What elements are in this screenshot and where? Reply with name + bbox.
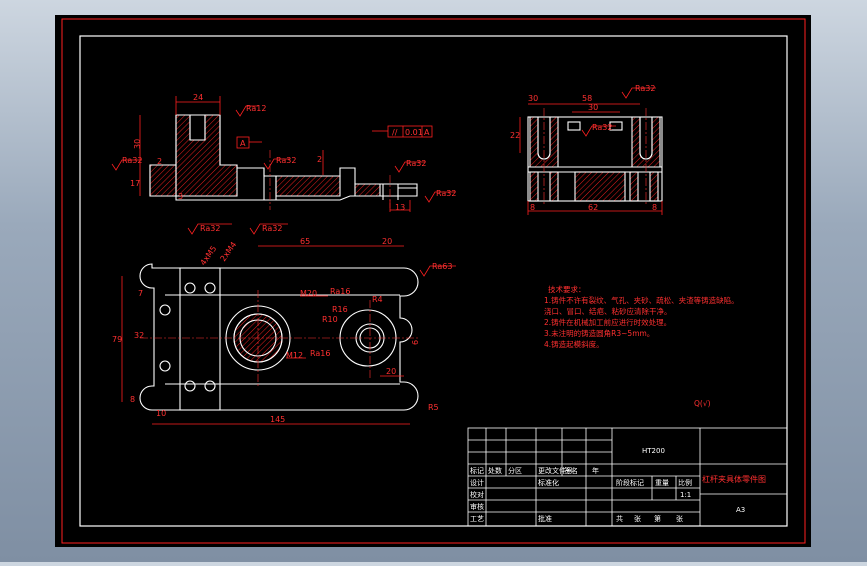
svg-text:58: 58 (582, 94, 592, 103)
svg-text:10: 10 (156, 409, 166, 418)
technical-requirements: 技术要求： 1.铸件不许有裂纹、气孔、夹砂、疏松、夹渣等铸造缺陷。 浇口、冒口、… (544, 284, 739, 408)
drawing-sheet (55, 15, 811, 547)
svg-text:R4: R4 (372, 295, 383, 304)
svg-text:8: 8 (130, 395, 135, 404)
svg-text:30: 30 (528, 94, 538, 103)
tb-mark: 标记 (470, 466, 484, 475)
tb-total: 共 (616, 514, 623, 523)
note-4: 4.铸造起模斜度。 (544, 339, 604, 349)
material-label: HT200 (642, 447, 665, 455)
tb-design: 设计 (470, 478, 484, 487)
tb-weight: 重量 (655, 479, 669, 487)
svg-text:62: 62 (588, 203, 598, 212)
svg-text:6: 6 (411, 340, 420, 345)
svg-text:M12: M12 (286, 351, 303, 360)
side-view-dims: 30 58 30 Ra32 Ra32 22 8 62 8 (510, 84, 663, 215)
svg-text:M20: M20 (300, 289, 317, 298)
svg-text:20: 20 (386, 367, 396, 376)
svg-text:Ra32: Ra32 (406, 159, 426, 168)
svg-text:32: 32 (134, 331, 144, 340)
svg-text:Ra32: Ra32 (262, 224, 282, 233)
svg-text:Ra32: Ra32 (635, 84, 655, 93)
svg-text:24: 24 (193, 93, 203, 102)
svg-text:R5: R5 (428, 403, 439, 412)
notes-title: 技术要求： (548, 284, 586, 294)
note-1: 1.铸件不许有裂纹、气孔、夹砂、疏松、夹渣等铸造缺陷。 (544, 295, 739, 305)
note-2: 2.铸件在机械加工前应进行时效处理。 (544, 317, 671, 327)
svg-text:3: 3 (178, 192, 183, 201)
tb-sheet-a: 张 (634, 514, 641, 523)
svg-text:22: 22 (510, 131, 520, 140)
svg-text:2: 2 (317, 155, 322, 164)
tb-year: 年 (592, 466, 599, 475)
scale-value: 1:1 (680, 491, 691, 499)
svg-text:A: A (424, 128, 430, 137)
svg-text:8: 8 (652, 203, 657, 212)
svg-text:Ra16: Ra16 (330, 287, 350, 296)
svg-text:Ra32: Ra32 (200, 224, 220, 233)
svg-text://: // (392, 128, 398, 137)
svg-text:0.01: 0.01 (405, 128, 423, 137)
svg-text:A: A (240, 139, 246, 148)
svg-text:2: 2 (157, 157, 162, 166)
note-1b: 浇口、冒口、结疤、粘砂应清除干净。 (544, 306, 672, 316)
tb-review: 审核 (470, 502, 484, 511)
tb-sheet-b: 张 (676, 514, 683, 523)
tb-process: 工艺 (470, 515, 484, 523)
svg-text:8: 8 (530, 203, 535, 212)
svg-text:30: 30 (133, 139, 142, 149)
top-view (139, 263, 420, 411)
title-block: HT200 杠杆夹具体零件图 A3 1:1 标记 处数 分区 更改文件号 签名 … (467, 427, 788, 527)
svg-text:Ra32: Ra32 (592, 123, 612, 132)
svg-text:145: 145 (270, 415, 285, 424)
side-view (527, 108, 663, 205)
svg-text:30: 30 (588, 103, 598, 112)
tb-no: 第 (654, 514, 661, 523)
svg-text:7: 7 (138, 289, 143, 298)
svg-text:79: 79 (112, 335, 122, 344)
svg-text:Ra32: Ra32 (276, 156, 296, 165)
tb-zone: 分区 (508, 466, 522, 475)
tb-stage: 阶段标记 (616, 478, 644, 487)
tb-standard: 标准化 (538, 478, 559, 487)
svg-text:R10: R10 (322, 315, 338, 324)
outer-border (61, 18, 806, 544)
tb-approve: 批准 (538, 514, 552, 523)
svg-text:20: 20 (382, 237, 392, 246)
tb-signature: 签名 (564, 466, 578, 475)
svg-text:13: 13 (395, 203, 405, 212)
svg-text:Ra16: Ra16 (310, 349, 330, 358)
svg-text:65: 65 (300, 237, 310, 246)
svg-text:Ra32: Ra32 (122, 156, 142, 165)
svg-text:Ra32: Ra32 (436, 189, 456, 198)
tb-check: 校对 (470, 490, 484, 499)
tb-ratio: 比例 (678, 478, 692, 487)
svg-text:17: 17 (130, 179, 140, 188)
front-view-dims: 24 Ra12 Ra32 Ra32 Ra32 Ra32 A // 0.01 A … (111, 93, 456, 212)
tb-change-doc: 更改文件号 (538, 466, 573, 475)
drawing-title: 杠杆夹具体零件图 (702, 474, 766, 484)
top-view-dims: Ra32 Ra32 65 20 Ra63 R4 M20 Ra16 R16 R10… (112, 223, 456, 425)
tb-count: 处数 (488, 466, 502, 475)
svg-text:R16: R16 (332, 305, 348, 314)
sheet-size: A3 (736, 506, 745, 514)
svg-text:Ra63: Ra63 (432, 262, 452, 271)
roughness-symbol: Q(√) (694, 399, 711, 408)
inner-border (79, 35, 788, 527)
svg-text:Ra12: Ra12 (246, 104, 266, 113)
note-3: 3.未注明的铸造圆角R3~5mm。 (544, 328, 654, 338)
